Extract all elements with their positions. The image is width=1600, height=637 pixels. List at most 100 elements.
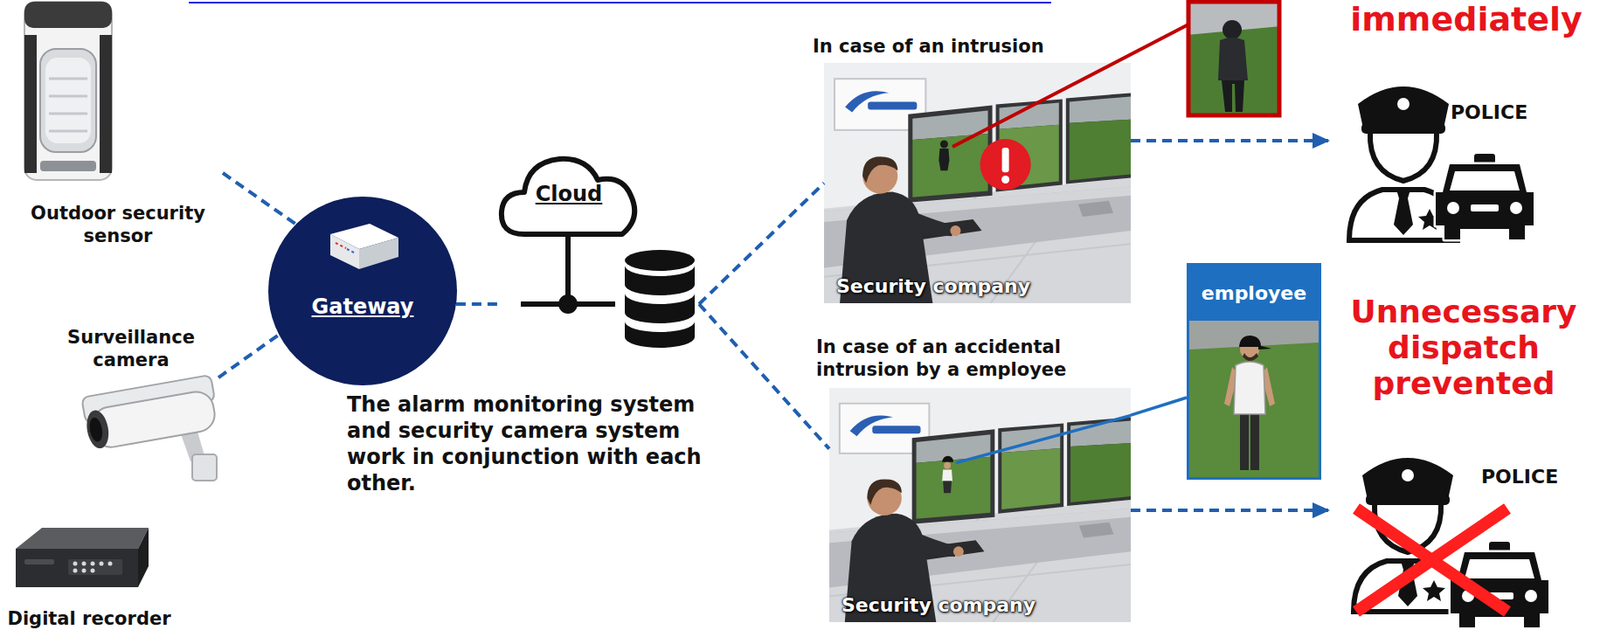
employee-snapshot	[1239, 335, 1261, 347]
top-rule	[188, 1, 1052, 4]
recorder-device: Digital recorder	[3, 522, 175, 633]
security-sensor-image	[24, 1, 112, 28]
digital-recorder-image	[68, 559, 123, 575]
employee-snapshot	[1242, 353, 1259, 361]
intruder-snapshot	[1186, 26, 1282, 118]
employee-screen-image	[943, 462, 951, 470]
node-text: Gateway	[268, 293, 458, 320]
screen-heading: In case of an intrusion	[812, 34, 1145, 58]
surveillance-camera-image	[81, 374, 220, 451]
node-text: POLICE	[1450, 100, 1556, 125]
monitoring-screen: In case of an accidental intrusion by a …	[829, 387, 1131, 623]
gateway-circle-shape	[268, 196, 458, 386]
gateway-circle-shape	[268, 196, 458, 386]
employee-snapshot	[1258, 345, 1272, 350]
digital-recorder-image	[99, 561, 104, 567]
intrusion-screen-image	[980, 138, 1032, 191]
cloud-node: Cloud	[499, 147, 700, 350]
node-text: POLICE	[1481, 464, 1587, 489]
intrusion-screen-image	[938, 148, 949, 171]
digital-recorder-image	[73, 561, 78, 567]
dashed-connector	[1130, 508, 1329, 513]
police-icons-cancelled	[1353, 457, 1462, 612]
digital-recorder-image	[15, 548, 139, 588]
node-text: Surveillance camera	[43, 325, 219, 372]
digital-recorder-image	[108, 561, 113, 567]
surveillance-camera-image	[83, 408, 111, 451]
intrusion-screen-image	[1001, 175, 1010, 184]
dashed-connector	[699, 304, 830, 450]
digital-recorder-image	[82, 561, 87, 567]
security-sensor-image	[45, 57, 91, 144]
intruder-snapshot	[1186, 0, 1282, 118]
employee-box: employee	[1186, 263, 1322, 480]
node-text: Outdoor security sensor	[13, 201, 223, 248]
gateway-circle-shape	[330, 234, 360, 270]
security-sensor-image	[40, 48, 97, 153]
security-sensor-image	[24, 34, 37, 174]
intruder-snapshot	[1188, 1, 1280, 116]
employee-screen-image	[829, 387, 1131, 623]
employee-screen-image	[942, 480, 952, 493]
gateway-circle-shape	[346, 249, 356, 254]
dashed-connector	[1130, 138, 1329, 143]
node-text: Digital recorder	[3, 607, 175, 631]
camera-device: Surveillance camera	[43, 323, 219, 481]
employee-screen-image	[829, 387, 1131, 623]
cloud-icon	[558, 294, 578, 314]
intrusion-screen-image	[824, 62, 1131, 304]
node-text: Security company	[841, 593, 1104, 617]
employee-snapshot	[1189, 314, 1319, 478]
database-icon	[624, 249, 695, 348]
intruder-snapshot	[1218, 37, 1248, 81]
note-label: immediately	[1336, 0, 1596, 39]
security-sensor-image	[24, 1, 112, 181]
node-text: employee	[1189, 265, 1319, 321]
dashed-connector	[218, 334, 279, 378]
digital-recorder-image	[82, 568, 87, 574]
digital-recorder-image	[73, 568, 78, 574]
employee-screen-image	[941, 456, 954, 463]
surveillance-camera-image	[90, 388, 218, 451]
employee-snapshot	[1189, 314, 1319, 478]
employee-screen-image	[955, 415, 1131, 464]
gateway-circle-shape	[335, 242, 347, 249]
surveillance-camera-image	[81, 374, 220, 481]
intruder-snapshot	[1222, 20, 1242, 40]
database-icon	[624, 321, 695, 348]
sensor-device: Outdoor security sensor	[13, 0, 223, 251]
note-label: Unnecessary dispatch prevented	[1332, 293, 1595, 402]
security-sensor-image	[48, 78, 88, 132]
gateway-circle-shape	[359, 237, 399, 270]
security-sensor-image	[40, 160, 97, 172]
intrusion-screen-image	[940, 139, 949, 148]
digital-recorder-image	[90, 561, 96, 567]
gateway-circle: Gateway	[268, 196, 458, 386]
leader-connector	[1130, 397, 1187, 416]
digital-recorder-image	[24, 559, 55, 565]
intrusion-screen-image	[824, 62, 1131, 304]
cloud-icon	[565, 234, 571, 305]
employee-snapshot	[1239, 412, 1260, 471]
intruder-snapshot	[1221, 80, 1245, 112]
police-icons-cancelled	[1356, 508, 1508, 612]
security-sensor-image	[99, 34, 112, 174]
digital-recorder-image	[90, 568, 96, 574]
police-icons-dispatch	[1435, 153, 1534, 240]
dashed-connector	[456, 302, 500, 306]
screen-heading: In case of an accidental intrusion by a …	[816, 335, 1140, 381]
database-icon	[624, 265, 695, 296]
node-text: Security company	[836, 274, 1099, 298]
dashed-connector	[222, 173, 297, 225]
database-icon	[624, 249, 695, 271]
employee-snapshot	[1233, 361, 1266, 415]
security-sensor-image	[24, 1, 112, 181]
intruder-snapshot	[1186, 0, 1282, 118]
surveillance-camera-image	[87, 416, 104, 444]
digital-recorder-image	[138, 527, 149, 588]
surveillance-camera-image	[192, 454, 217, 481]
intrusion-screen-image	[824, 62, 1131, 304]
intruder-snapshot	[1186, 0, 1282, 118]
employee-screen-image	[829, 387, 1131, 623]
